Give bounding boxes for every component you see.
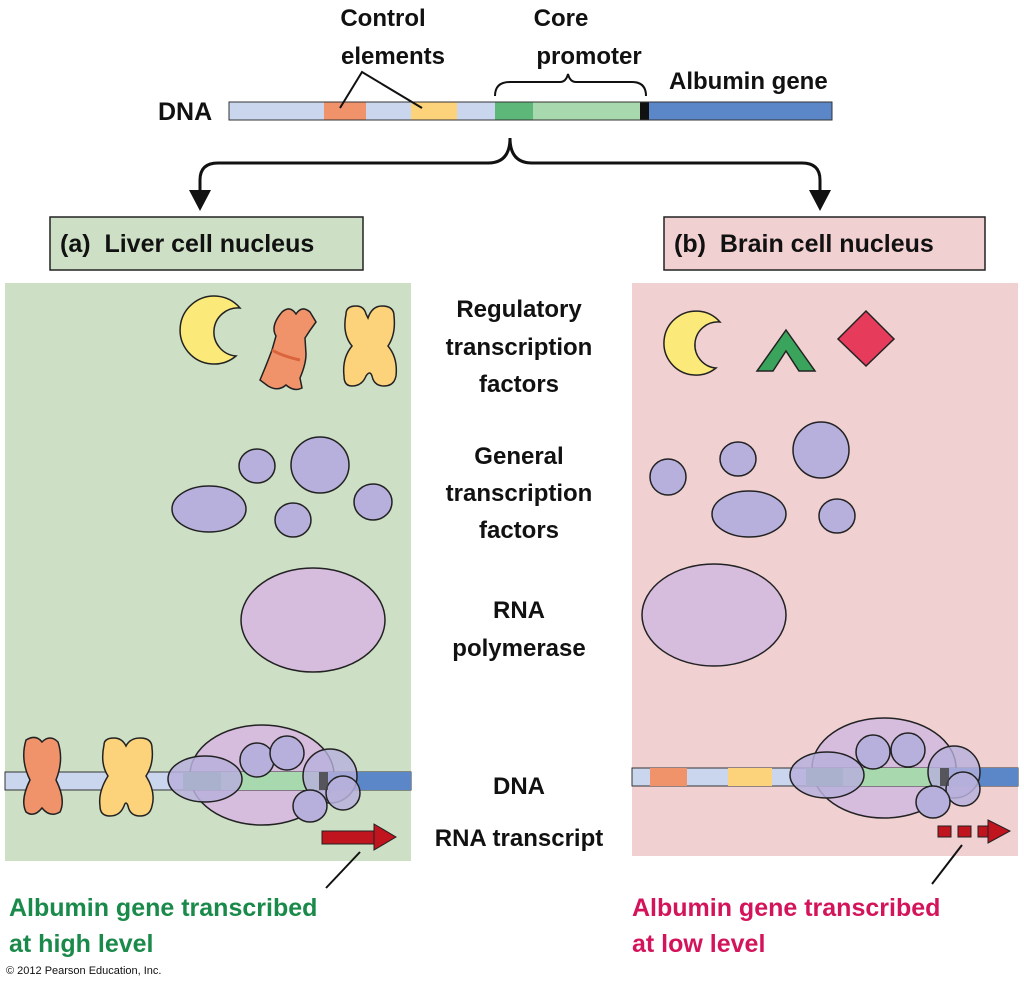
liver-rna-polymerase — [240, 567, 386, 673]
liver-outcome-line1: Albumin gene transcribed — [9, 894, 317, 922]
yellow-activator-icon — [342, 305, 398, 387]
brain-title: (b) Brain cell nucleus — [674, 230, 934, 258]
liver-general-factors — [171, 436, 393, 538]
general-label-line3: factors — [479, 517, 559, 544]
polymerase-label-line1: RNA — [493, 597, 545, 624]
core-promoter-label-line2: promoter — [536, 43, 641, 70]
gtf-icon — [711, 490, 787, 538]
orange-activator-icon — [259, 308, 317, 391]
control-elements-pointer — [339, 70, 423, 109]
polymerase-label-line2: polymerase — [452, 635, 585, 662]
gtf-icon — [792, 421, 850, 479]
liver-transcript-arrow — [321, 823, 397, 889]
brain-title-box — [663, 216, 986, 271]
regulatory-label-line3: factors — [479, 371, 559, 398]
branch-arrow — [189, 137, 831, 211]
transcript-center-label: RNA transcript — [435, 825, 603, 852]
gtf-icon — [171, 485, 247, 533]
brain-outcome-line2: at low level — [632, 930, 765, 958]
liver-regulatory-factors — [179, 295, 398, 391]
gtf-icon — [238, 448, 276, 484]
core-promoter-label-line1: Core — [534, 5, 589, 32]
regulatory-label-line2: transcription — [446, 334, 593, 361]
gtf-icon — [353, 483, 393, 521]
liver-dna-complex — [4, 724, 412, 826]
crescent-factor-icon — [663, 310, 722, 376]
brain-dna-complex — [631, 717, 1019, 819]
brain-general-factors — [649, 421, 856, 538]
liver-outcome-line2: at high level — [9, 930, 153, 958]
core-promoter-brace — [494, 73, 647, 97]
copyright: © 2012 Pearson Education, Inc. — [6, 965, 161, 977]
diamond-factor-icon — [836, 309, 896, 368]
brain-regulatory-factors — [663, 309, 896, 376]
dna-center-label: DNA — [493, 773, 545, 800]
gtf-icon — [274, 502, 312, 538]
bound-orange-activator-icon — [23, 736, 63, 815]
brain-rna-polymerase — [641, 563, 787, 667]
bound-yellow-activator-icon — [98, 737, 154, 817]
liver-title-box — [49, 216, 364, 271]
general-label-line1: General — [474, 443, 563, 470]
brain-transcript-arrow — [931, 819, 1012, 885]
liver-title: (a) Liver cell nucleus — [60, 230, 314, 258]
top-dna-strand — [228, 101, 833, 121]
gtf-icon — [818, 498, 856, 534]
regulatory-label-line1: Regulatory — [456, 296, 582, 323]
control-elements-label-line2: elements — [341, 43, 445, 70]
general-label-line2: transcription — [446, 480, 593, 507]
brain-outcome-line1: Albumin gene transcribed — [632, 894, 940, 922]
triangle-factor-icon — [755, 328, 817, 372]
gtf-icon — [649, 458, 687, 496]
control-elements-label-line1: Control — [340, 5, 425, 32]
gtf-icon — [290, 436, 350, 494]
gtf-icon — [719, 441, 757, 477]
dna-label: DNA — [158, 98, 212, 126]
albumin-gene-label: Albumin gene — [669, 68, 828, 95]
crescent-factor-icon — [179, 295, 242, 365]
